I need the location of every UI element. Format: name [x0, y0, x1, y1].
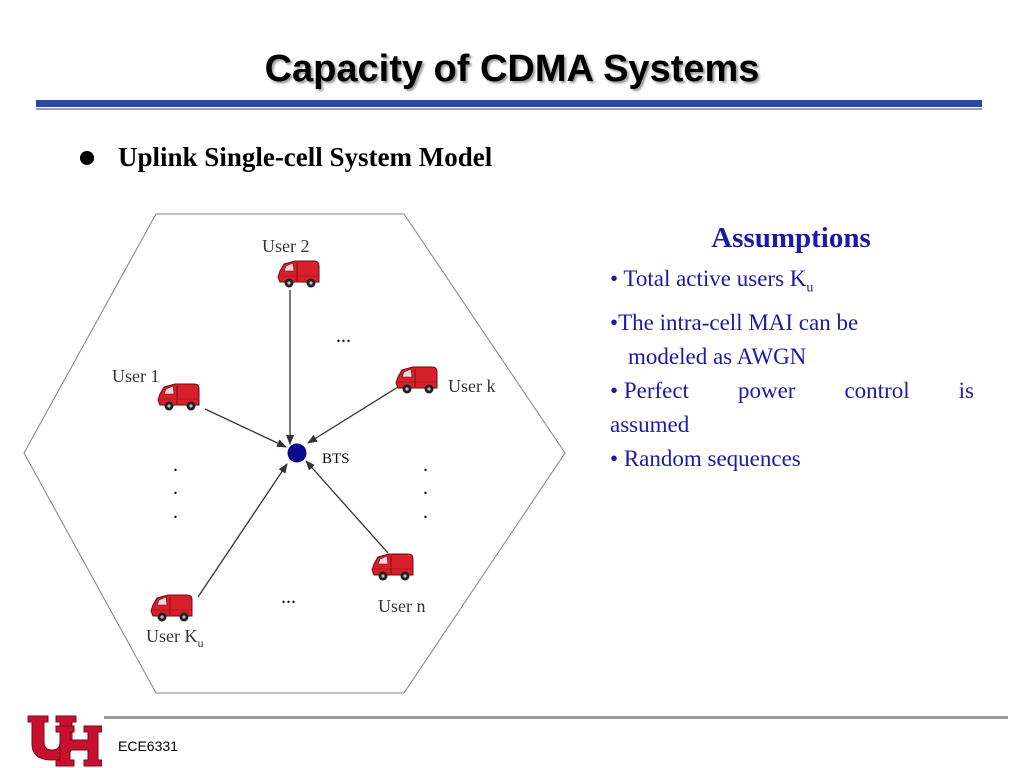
university-logo-icon — [27, 715, 102, 767]
ellipsis-right-2: . — [423, 477, 428, 499]
assumption-item-mai-cont: modeled as AWGN — [610, 340, 974, 374]
ellipsis-left-2: . — [173, 477, 178, 499]
car-userk-icon — [395, 366, 438, 394]
ellipsis-left-1: . — [173, 454, 178, 476]
car-userku-icon — [150, 594, 193, 622]
assumption-text: Total active users K — [623, 266, 807, 291]
bullet: • — [610, 377, 619, 403]
bts-label: BTS — [322, 451, 350, 467]
ellipsis-left-3: . — [173, 501, 178, 523]
assumption-word: • Perfect — [610, 374, 689, 408]
cell-hexagon — [23, 213, 566, 694]
footer-course-code: ECE6331 — [118, 738, 178, 754]
assumption-item-random: • Random sequences — [610, 442, 974, 476]
assumption-item-power-cont: assumed — [610, 408, 974, 442]
assumption-word-2: power — [737, 377, 796, 403]
arrow-user1 — [204, 408, 287, 448]
assumptions-heading: Assumptions — [711, 222, 871, 254]
assumption-text: Random sequences — [623, 445, 801, 471]
assumption-item-power: • Perfect power control is — [610, 374, 974, 408]
bullet: • — [610, 266, 619, 291]
arrow-userku — [197, 463, 288, 598]
arrow-userk — [307, 386, 399, 444]
bts-node — [287, 443, 307, 463]
userku-label-main: User K — [146, 626, 198, 646]
usern-label: User n — [378, 596, 426, 616]
ellipsis-top: ... — [336, 325, 351, 347]
user1-label: User 1 — [112, 366, 160, 386]
title-divider-thin — [36, 108, 982, 110]
assumption-item-mai: •The intra-cell MAI can be — [610, 306, 974, 340]
ellipsis-right-3: . — [423, 501, 428, 523]
slide-title: Capacity of CDMA Systems — [264, 48, 760, 90]
footer-divider — [104, 716, 1008, 719]
assumption-word-4: is — [958, 377, 974, 403]
ellipsis-right-1: . — [423, 454, 428, 476]
userku-label-sub: u — [198, 636, 204, 650]
assumption-text: The intra-cell MAI can be — [618, 309, 859, 335]
assumptions-list: • Total active users Ku •The intra-cell … — [610, 262, 974, 476]
title-divider — [36, 100, 982, 107]
assumption-subscript: u — [806, 280, 814, 296]
car-user1-icon — [157, 383, 200, 411]
assumption-text: modeled as AWGN — [628, 343, 807, 369]
user2-label: User 2 — [262, 236, 310, 256]
arrow-usern — [305, 460, 389, 554]
car-user2-icon — [277, 260, 320, 288]
userku-label: User Ku — [146, 626, 204, 650]
bullet: • — [610, 309, 619, 335]
assumption-text: assumed — [610, 411, 690, 437]
bullet: • — [610, 445, 619, 471]
assumption-word-1: Perfect — [623, 377, 689, 403]
bullet-dot-icon — [80, 151, 94, 165]
section-heading: Uplink Single-cell System Model — [118, 142, 493, 172]
assumption-word-3: control — [844, 377, 910, 403]
ellipsis-bottom: ... — [281, 586, 296, 608]
assumption-item-users: • Total active users Ku — [610, 262, 974, 306]
car-usern-icon — [371, 553, 414, 581]
userk-label: User k — [448, 376, 496, 396]
